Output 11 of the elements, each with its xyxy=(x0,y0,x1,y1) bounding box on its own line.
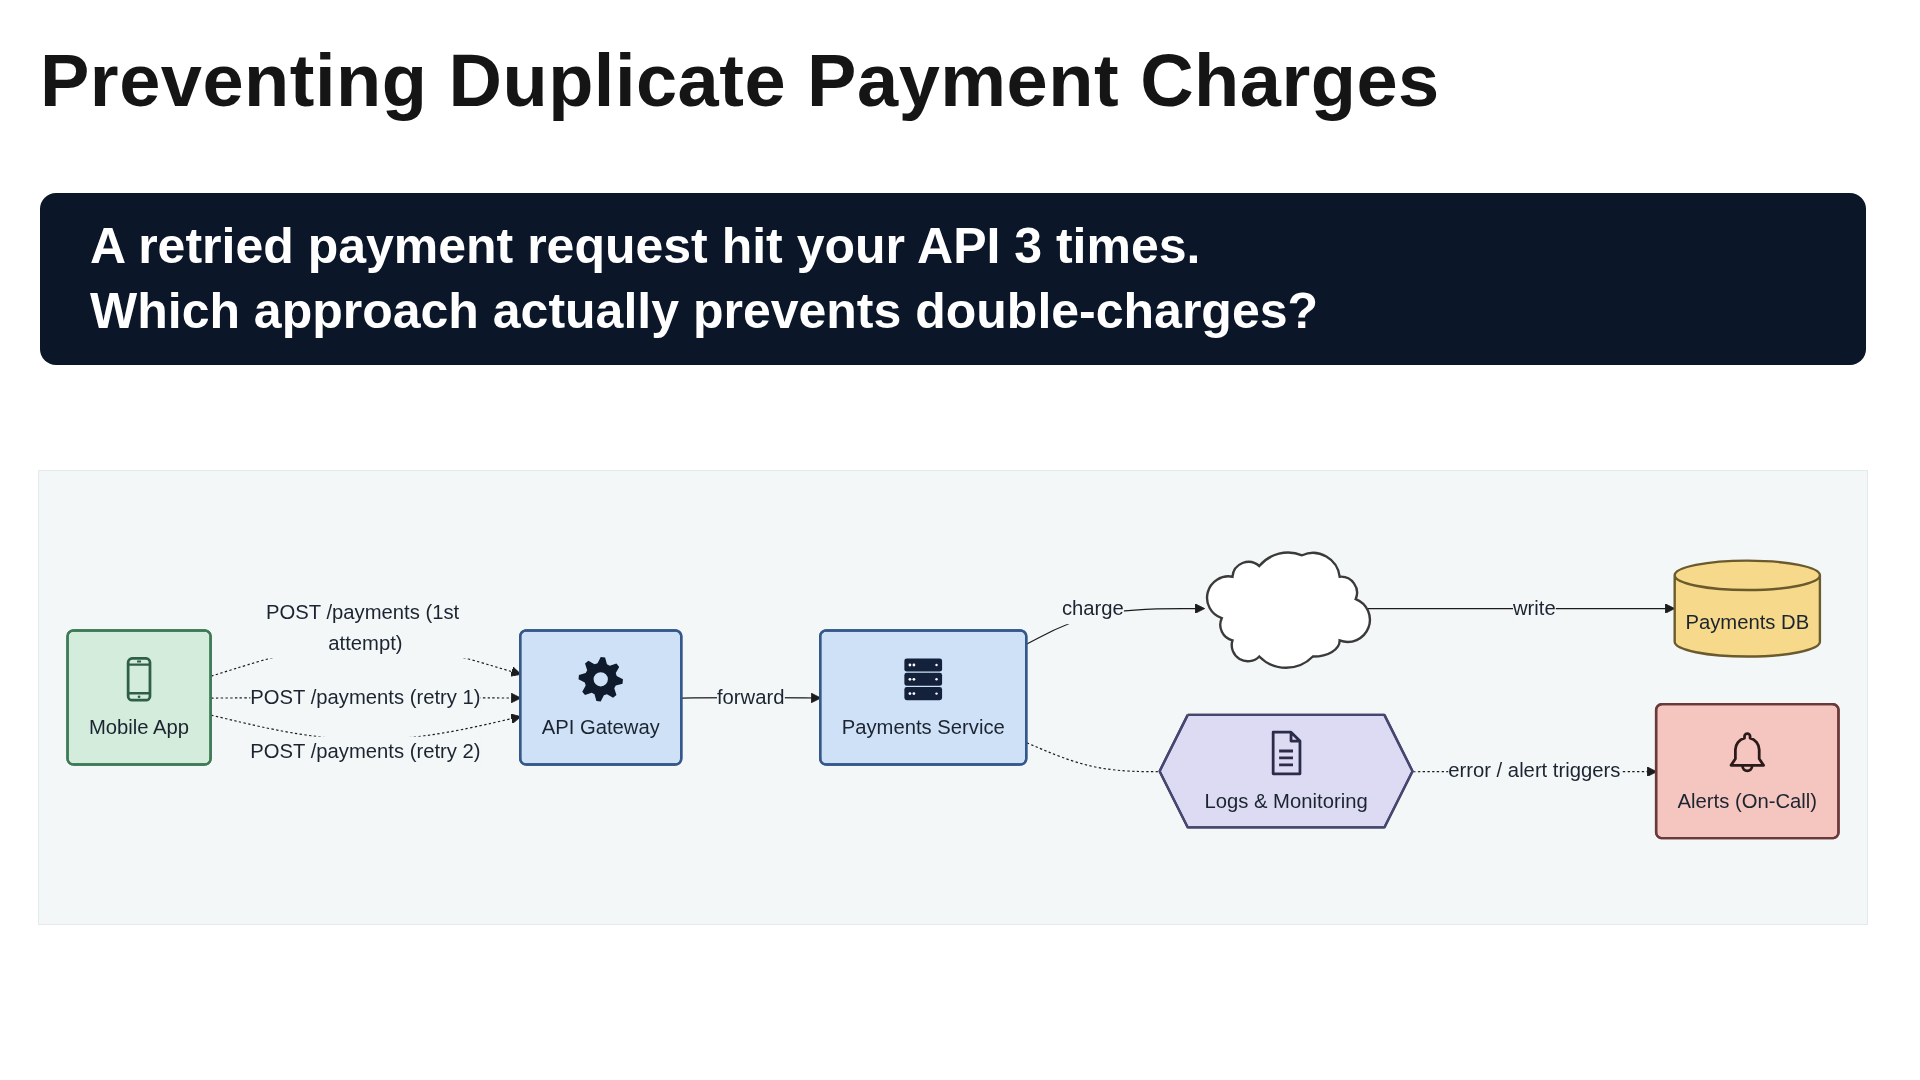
edge-label: POST /payments (retry 2) xyxy=(250,740,481,763)
edge-label: POST /payments (retry 1) xyxy=(250,686,481,709)
diagram-panel: POST /payments (1st attempt) POST /payments (retry 1) POST /payments (retry 2) forward charge write error / alert triggers Mobile App API Gateway Payments Service Payments DB Logs & Monitoring Alerts (On-Call) xyxy=(38,470,1868,925)
edge-label: charge xyxy=(1061,597,1124,620)
question-text: A retried payment request hit your API 3 times. Which approach actually prevents double-charges? xyxy=(90,217,1320,341)
node-cloud xyxy=(1205,551,1372,670)
edge-label: POST /payments (1st attempt) xyxy=(266,601,460,655)
edge-label: error / alert triggers xyxy=(1448,759,1621,783)
edge-label: forward xyxy=(716,686,785,709)
edge-label: write xyxy=(1512,597,1556,620)
page-title: Preventing Duplicate Payment Charges xyxy=(40,38,1440,123)
